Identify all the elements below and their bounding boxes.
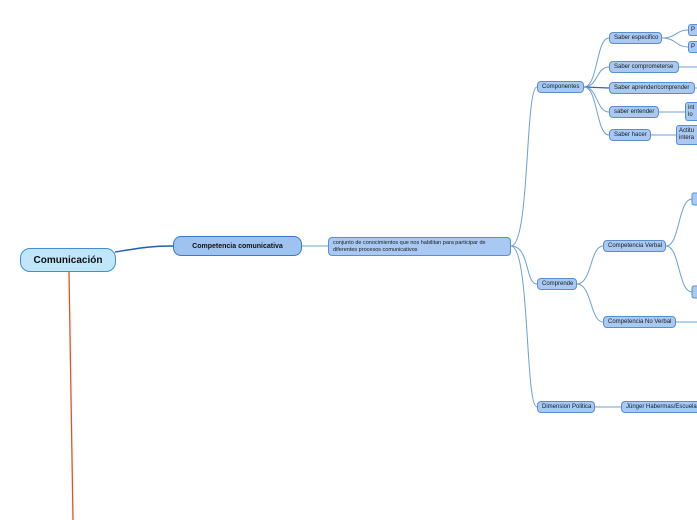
link-verbal-up <box>665 198 693 247</box>
node-truncated-p1[interactable]: P <box>688 24 697 36</box>
stub-node-verbal-down[interactable] <box>691 285 697 299</box>
node-competencia-no-verbal[interactable]: Competencia No Verbal <box>603 316 676 328</box>
node-saber-entender[interactable]: saber entender <box>609 106 659 118</box>
link-comp-aprender <box>583 86 610 89</box>
link-root-down <box>68 271 74 520</box>
branch-componentes[interactable]: Componentes <box>537 81 584 93</box>
link-def-componentes <box>510 86 538 247</box>
definition-node[interactable]: conjunto de conocimientos que nos habili… <box>328 237 511 256</box>
link-compr-verbal <box>576 245 604 285</box>
node-habermas[interactable]: Jünger Habermas/Escuela <box>621 401 697 413</box>
link-compr-noverbal <box>576 283 604 323</box>
link-verbal-down <box>665 245 693 293</box>
main-topic-node[interactable]: Competencia comunicativa <box>173 236 302 256</box>
node-competencia-verbal[interactable]: Competencia Verbal <box>603 240 666 252</box>
node-saber-comprometerse[interactable]: Saber comprometerse <box>609 61 679 73</box>
stub-node-verbal-up[interactable] <box>691 192 697 206</box>
node-truncated-p2[interactable]: P <box>688 41 697 53</box>
node-truncated-entender-child[interactable]: int lo <box>685 102 697 121</box>
link-comp-comprometerse <box>583 66 610 88</box>
link-def-comprende <box>510 245 538 285</box>
link-root-main <box>114 245 174 253</box>
link-def-dimension <box>510 245 538 408</box>
node-saber-aprender[interactable]: Saber aprender/comprender <box>609 82 695 94</box>
link-esp-p1 <box>661 29 689 39</box>
node-truncated-hacer-child[interactable]: Actitu intera <box>676 125 697 145</box>
node-saber-especifico[interactable]: Saber especifico <box>609 32 662 44</box>
root-topic-node[interactable]: Comunicación <box>20 248 116 272</box>
branch-comprende[interactable]: Comprende <box>537 278 577 290</box>
branch-dimension-politica[interactable]: Dimension Politica <box>537 401 595 413</box>
node-saber-hacer[interactable]: Saber hacer <box>609 129 651 141</box>
link-esp-p2 <box>661 37 689 48</box>
link-comp-especifico <box>583 37 610 88</box>
link-comp-hacer <box>583 86 610 136</box>
